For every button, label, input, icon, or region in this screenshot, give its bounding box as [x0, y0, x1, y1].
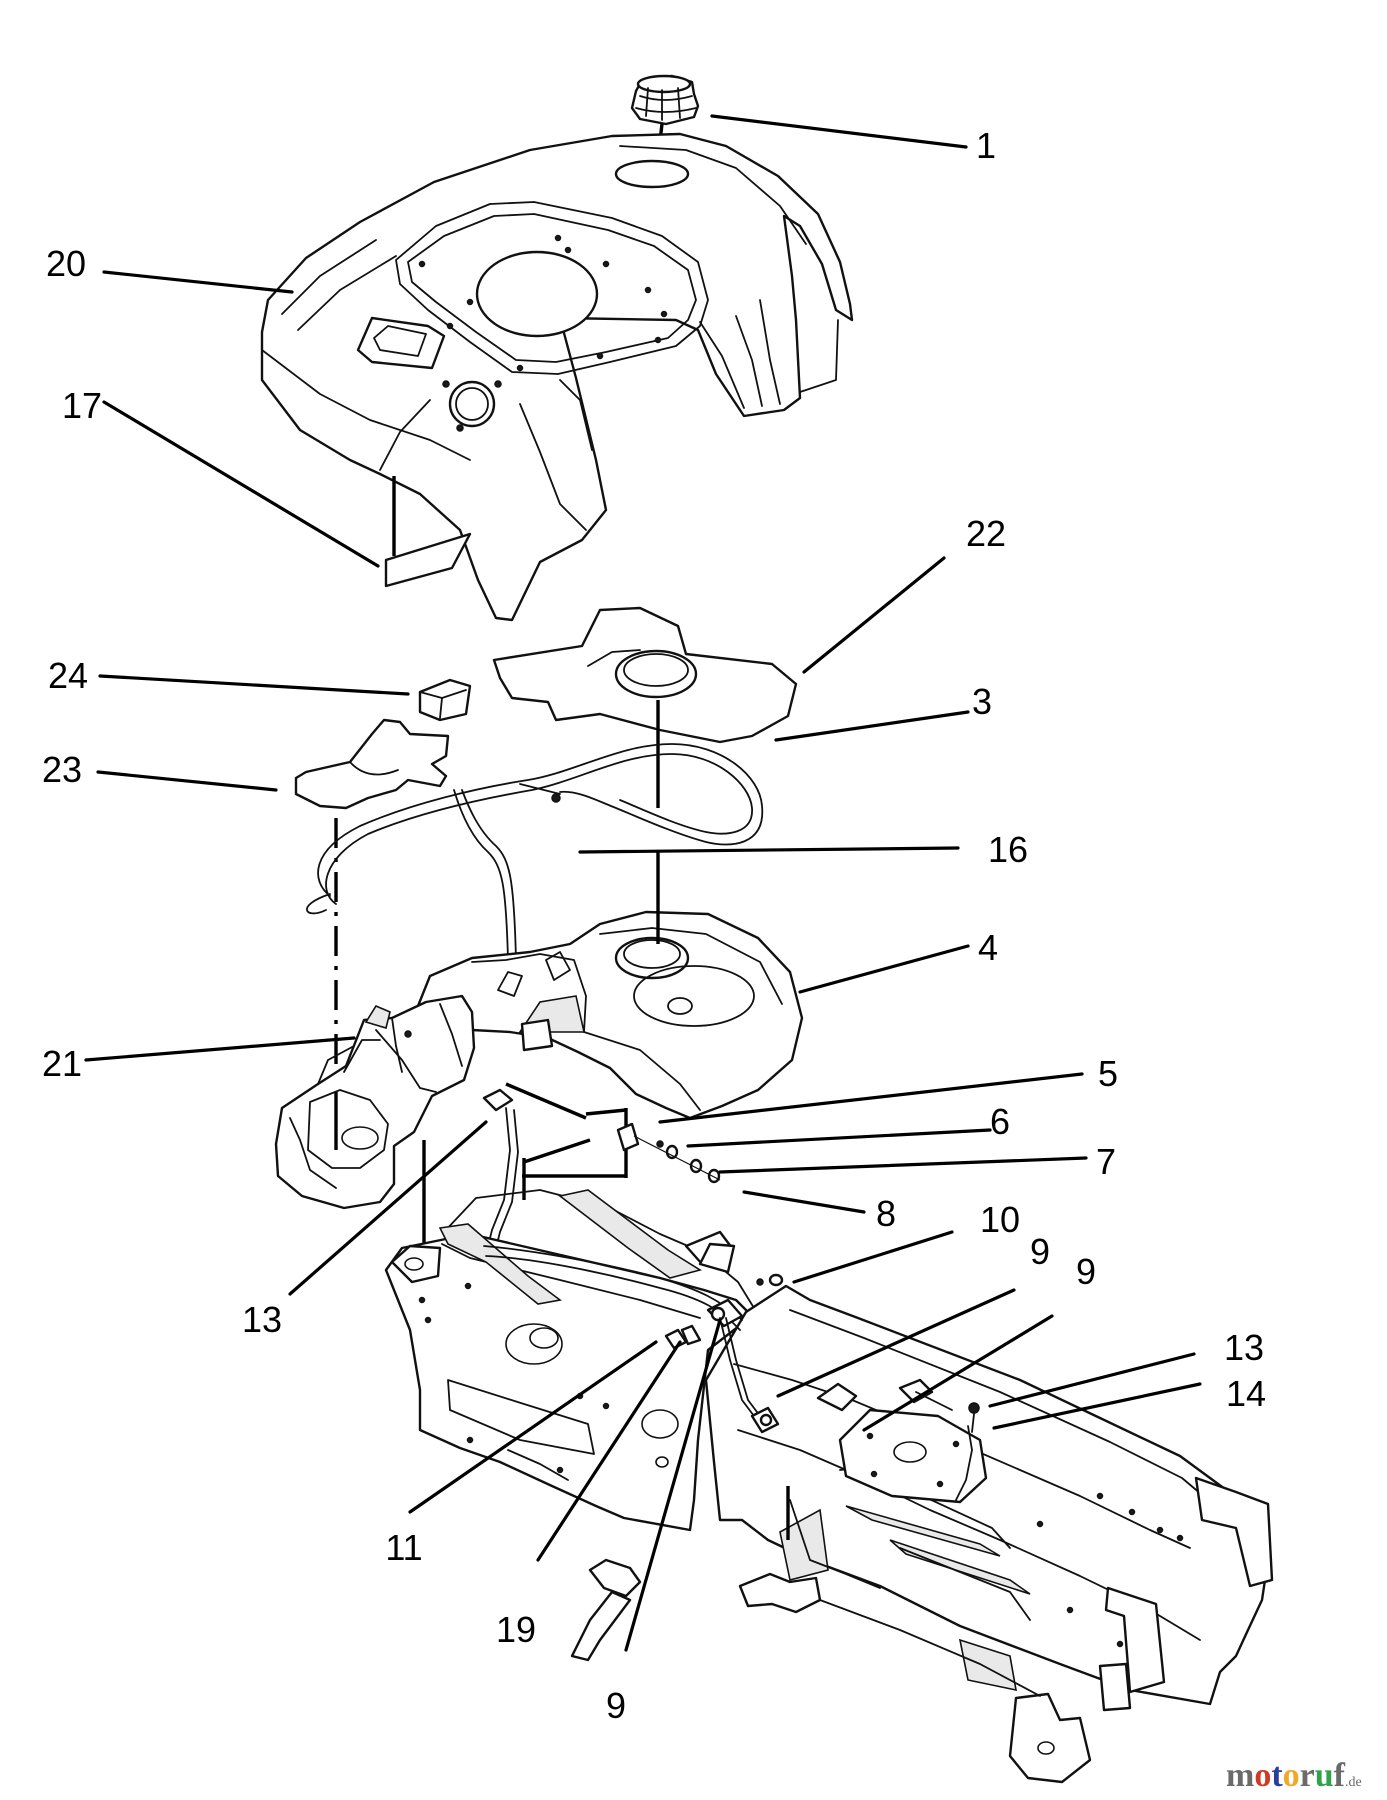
callout-24: 24 [48, 655, 88, 696]
callout-4: 4 [978, 927, 998, 968]
leader-lines [84, 114, 1202, 1652]
linkage-rods [483, 1230, 980, 1434]
callout-labels: 1 20 17 22 24 3 23 16 4 21 5 6 7 8 13 10… [42, 125, 1266, 1726]
callout-7: 7 [1096, 1141, 1116, 1182]
callout-10: 10 [980, 1199, 1020, 1240]
callout-1: 1 [976, 125, 996, 166]
motoruf-watermark-logo: motoruf.de [1226, 1757, 1362, 1794]
callout-8: 8 [876, 1193, 896, 1234]
tractor-frame [384, 1189, 1274, 1784]
control-pedestal [274, 994, 476, 1210]
mount-plate [294, 718, 450, 810]
callout-23: 23 [42, 749, 82, 790]
callout-9-right: 9 [1076, 1251, 1096, 1292]
callout-16: 16 [988, 829, 1028, 870]
callout-13-left: 13 [242, 1299, 282, 1340]
fastener-stack [616, 1122, 721, 1184]
callout-22: 22 [966, 513, 1006, 554]
svg-text:motoruf.de: motoruf.de [1226, 1757, 1362, 1794]
fuel-cap [630, 74, 700, 126]
hood-bracket [384, 476, 472, 588]
callout-14: 14 [1226, 1373, 1266, 1414]
callout-21: 21 [42, 1043, 82, 1084]
callout-17: 17 [62, 385, 102, 426]
hose-clamp [551, 793, 561, 803]
callout-20: 20 [46, 243, 86, 284]
callout-3: 3 [972, 681, 992, 722]
hood-fender [260, 132, 854, 622]
bracket-outline [505, 1082, 628, 1200]
callout-13-right: 13 [1224, 1327, 1264, 1368]
heat-shield-plate [492, 606, 798, 744]
callout-9-upper: 9 [1030, 1231, 1050, 1272]
fuel-hose-loop [306, 743, 764, 985]
callout-9-lower: 9 [606, 1685, 626, 1726]
fuel-tank [412, 910, 804, 1120]
foam-block [418, 678, 472, 722]
callout-5: 5 [1098, 1053, 1118, 1094]
callout-6: 6 [990, 1101, 1010, 1142]
callout-19: 19 [496, 1609, 536, 1650]
callout-11: 11 [385, 1527, 422, 1568]
